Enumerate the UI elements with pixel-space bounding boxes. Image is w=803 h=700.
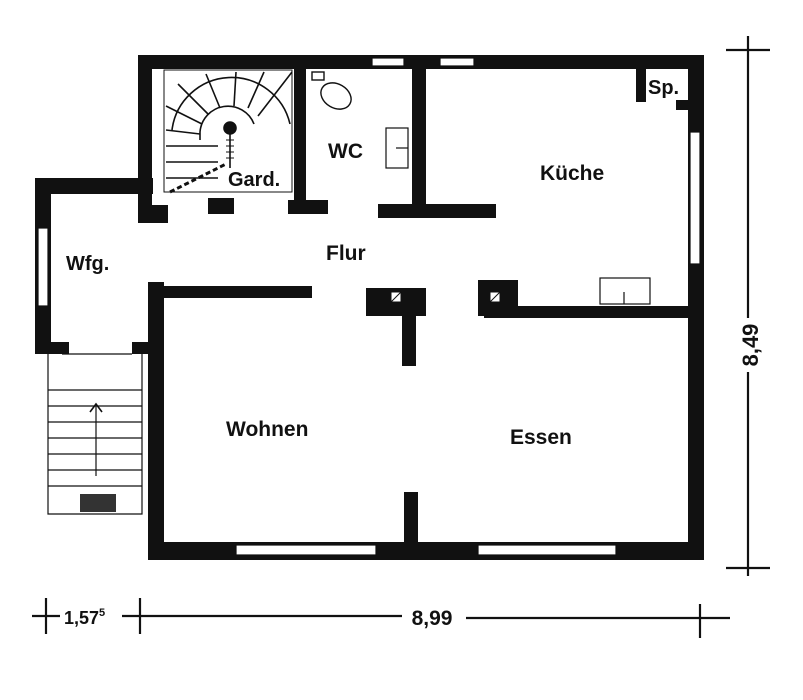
room-label-wc: WC <box>328 140 363 163</box>
interior-walls <box>142 60 690 552</box>
wc-sink-icon <box>385 127 409 169</box>
dimension-entry-width-main: 1,57 <box>64 608 99 628</box>
entry-steps <box>47 353 143 515</box>
spiral-staircase <box>163 69 293 194</box>
dimension-entry-width: 1,575 <box>64 607 105 628</box>
room-label-windfang: Wfg. <box>66 253 109 275</box>
toilet-icon <box>311 71 352 110</box>
kitchen-sink-icon <box>599 277 651 305</box>
dimension-entry-width-sup: 5 <box>99 607 105 619</box>
flue-markers <box>390 291 501 303</box>
room-label-flur: Flur <box>326 242 366 265</box>
dimension-lines <box>32 36 770 638</box>
dimension-depth: 8,49 <box>738 324 763 367</box>
dimension-width: 8,99 <box>412 607 453 630</box>
room-label-speisekammer: Sp. <box>648 77 679 99</box>
windows <box>37 57 701 556</box>
room-label-essen: Essen <box>510 426 572 449</box>
room-label-kueche: Küche <box>540 162 604 185</box>
doormat <box>80 494 116 512</box>
room-label-garderobe: Gard. <box>228 169 280 191</box>
room-label-wohnen: Wohnen <box>226 418 308 441</box>
